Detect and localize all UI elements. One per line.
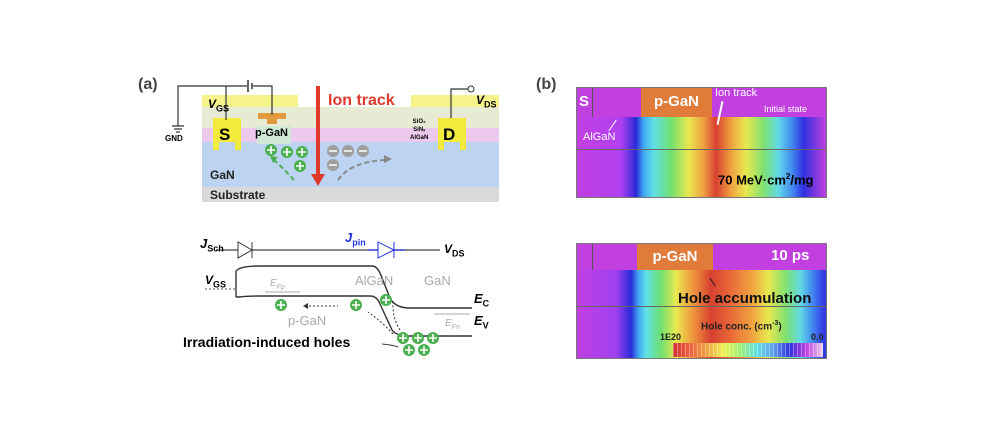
vds-label: VDS bbox=[476, 93, 497, 110]
hole-arrowhead-icon bbox=[270, 156, 278, 163]
top-pgan-label: p-GaN bbox=[641, 87, 712, 117]
gate-metal bbox=[258, 113, 286, 124]
circuit-wire bbox=[177, 85, 273, 126]
substrate-label: Substrate bbox=[210, 188, 266, 202]
bottom-plot-frame bbox=[576, 243, 827, 359]
electron-drift-arrow bbox=[337, 159, 386, 181]
band-vgs-label: VGS bbox=[205, 273, 227, 290]
ion-track-arrowhead-icon bbox=[311, 174, 325, 186]
efn-label: EFn bbox=[445, 318, 460, 331]
label-pointer-arrow bbox=[381, 343, 399, 348]
colorbar-max-label: 1E20 bbox=[660, 332, 682, 342]
source-contact bbox=[213, 118, 241, 150]
hole-path-arrow-2 bbox=[367, 311, 394, 335]
sin-label: SiNₓ bbox=[413, 127, 426, 133]
band-gan-label: GaN bbox=[424, 273, 451, 288]
top-algan-label: AlGaN bbox=[583, 131, 616, 143]
vgs-label: VGS bbox=[208, 97, 230, 114]
bottom-source-region bbox=[576, 243, 593, 270]
layer-labels: SiO₂ SiNₓ AlGaN bbox=[410, 118, 428, 142]
hole-drift-arrow bbox=[273, 159, 295, 181]
top-source-label: S bbox=[576, 87, 593, 117]
top-plot-frame bbox=[576, 87, 827, 198]
band-pgan-label: p-GaN bbox=[288, 313, 327, 328]
schottky-diode-icon bbox=[237, 241, 254, 259]
gnd-label: GND bbox=[165, 134, 183, 143]
jpin-label: Jpin bbox=[345, 230, 366, 248]
initial-state-hole-map bbox=[576, 117, 826, 197]
terminal-icon bbox=[467, 85, 475, 93]
pgan-region bbox=[257, 126, 291, 144]
band-algan-label: AlGaN bbox=[355, 273, 394, 288]
hole-accumulation-label: Hole accumulation bbox=[678, 290, 812, 307]
layer-divider bbox=[576, 149, 826, 150]
drain-contact bbox=[438, 118, 466, 150]
source-label: S bbox=[219, 125, 231, 144]
battery-icon bbox=[247, 80, 253, 92]
holes-label: Irradiation-induced holes bbox=[183, 334, 351, 350]
drain-pad bbox=[411, 95, 499, 107]
drain-wire bbox=[450, 88, 468, 118]
bottom-pgan-label: p-GaN bbox=[637, 243, 713, 270]
band-hole-plus-icons bbox=[277, 296, 437, 354]
substrate-layer bbox=[202, 187, 499, 202]
ground-icon bbox=[172, 125, 184, 133]
jsch-label: JSch bbox=[200, 236, 224, 254]
electron-arrowhead-icon bbox=[384, 155, 392, 163]
pin-diode-icon bbox=[377, 241, 396, 259]
hole-conc-colorbar bbox=[673, 343, 823, 357]
drain-label: D bbox=[443, 125, 456, 144]
gan-label: GaN bbox=[210, 168, 235, 182]
let-label: 70 MeV·cm2/mg bbox=[718, 172, 814, 188]
ec-label: EC bbox=[474, 291, 490, 309]
colorbar-min-label: 0.0 bbox=[811, 332, 824, 342]
hole-path-arrow bbox=[392, 299, 401, 331]
efp-label: EFp bbox=[270, 278, 285, 291]
initial-state-label: Initial state bbox=[764, 104, 808, 114]
panel-a-label: (a) bbox=[138, 76, 158, 93]
band-vds-label: VDS bbox=[444, 242, 465, 259]
arrowhead-icon bbox=[303, 303, 308, 309]
conduction-band bbox=[235, 265, 472, 309]
layer-divider-2 bbox=[576, 306, 826, 307]
hole-plus-icons bbox=[267, 146, 306, 170]
top-ion-track-label: Ion track bbox=[715, 87, 758, 99]
colorbar-title: Hole conc. (cm-3) bbox=[701, 320, 782, 333]
algan-label: AlGaN bbox=[410, 135, 429, 141]
panel-b-label: (b) bbox=[536, 76, 557, 93]
ev-label: EV bbox=[474, 313, 489, 331]
time-label: 10 ps bbox=[771, 247, 810, 264]
ion-track-label: Ion track bbox=[328, 92, 395, 109]
pgan-label: p-GaN bbox=[255, 127, 288, 139]
electron-minus-icons bbox=[329, 150, 367, 166]
sio2-label: SiO₂ bbox=[412, 119, 426, 125]
